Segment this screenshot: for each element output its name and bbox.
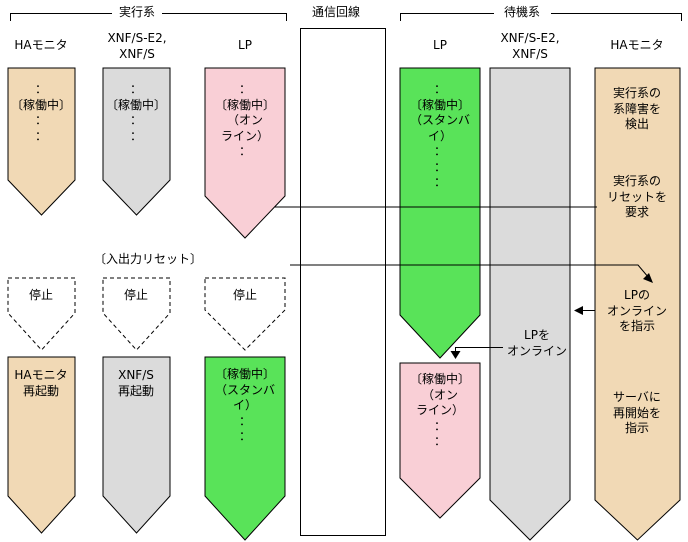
lp-online-after-state: 〔稼働中〕 （オン ライン） ： ： xyxy=(409,372,470,448)
lp-to-online-label: LPを オンライン xyxy=(506,328,567,358)
ha-restart-label: HAモニタ 再起動 xyxy=(14,368,68,398)
note-order-lp-online: LPの オンライン を指示 xyxy=(606,288,667,333)
standby-ha-arrow xyxy=(594,67,681,541)
note-request-reset: 実行系の リセットを 要求 xyxy=(606,174,667,219)
stop-xnf-shape xyxy=(102,277,171,351)
standby-lp-state: ： 〔稼働中〕 （スタンバ イ） ： ： ： xyxy=(409,82,470,189)
stop-ha-shape xyxy=(7,277,76,351)
stop-ha-label: 停止 xyxy=(28,288,53,302)
lp-online-pointer-arrowhead xyxy=(450,351,461,359)
stop-lp-shape xyxy=(204,277,286,351)
note-detect-failure: 実行系の 系障害を 検出 xyxy=(612,86,661,131)
xnf-restart-label: XNF/S 再起動 xyxy=(117,368,154,398)
active-ha-arrow xyxy=(7,67,76,216)
standby-xnf-arrow xyxy=(489,67,571,541)
active-lp-state: ： 〔稼働中〕 （オン ライン） ： xyxy=(214,82,275,158)
online-order-line xyxy=(290,264,650,279)
header-standby-lp: LP xyxy=(433,38,447,52)
header-standby-xnf: XNF/S-E2, XNF/S xyxy=(500,31,560,61)
lp-instruct-arrowhead xyxy=(574,306,583,315)
standby-lp-arrow xyxy=(399,67,481,359)
lp-standby-after-arrow xyxy=(204,356,286,541)
comm-line-label: 通信回線 xyxy=(311,5,360,19)
active-xnf-state: ： 〔稼働中〕 ： ： xyxy=(105,82,166,143)
stop-xnf-label: 停止 xyxy=(123,288,148,302)
active-xnf-arrow xyxy=(102,67,171,216)
header-active-xnf: XNF/S-E2, XNF/S xyxy=(107,31,167,61)
ha-restart-arrow xyxy=(7,356,76,534)
comm-line-box xyxy=(300,28,386,536)
standby-system-label: 待機系 xyxy=(503,5,540,19)
io-reset-label: 〔入出力リセット〕 xyxy=(93,252,202,266)
lp-standby-after-state: 〔稼働中〕 （スタンバ イ） ： ： xyxy=(214,367,275,443)
active-system-label: 実行系 xyxy=(118,5,155,19)
header-active-ha: HAモニタ xyxy=(14,38,68,52)
stop-lp-label: 停止 xyxy=(232,288,257,302)
lp-online-after-arrow xyxy=(399,362,481,519)
header-standby-ha: HAモニタ xyxy=(610,38,664,52)
active-lp-arrow xyxy=(204,67,286,239)
header-active-lp: LP xyxy=(238,38,252,52)
active-bracket-left xyxy=(10,13,112,21)
online-order-arrowhead xyxy=(643,273,653,283)
standby-bracket-right xyxy=(551,13,682,21)
active-ha-state: ： 〔稼働中〕 ： ： xyxy=(10,82,71,143)
xnf-restart-arrow xyxy=(102,356,171,534)
note-order-server-restart: サーバに 再開始を 指示 xyxy=(612,390,661,435)
active-bracket-right xyxy=(162,13,287,21)
standby-bracket-left xyxy=(400,13,494,21)
